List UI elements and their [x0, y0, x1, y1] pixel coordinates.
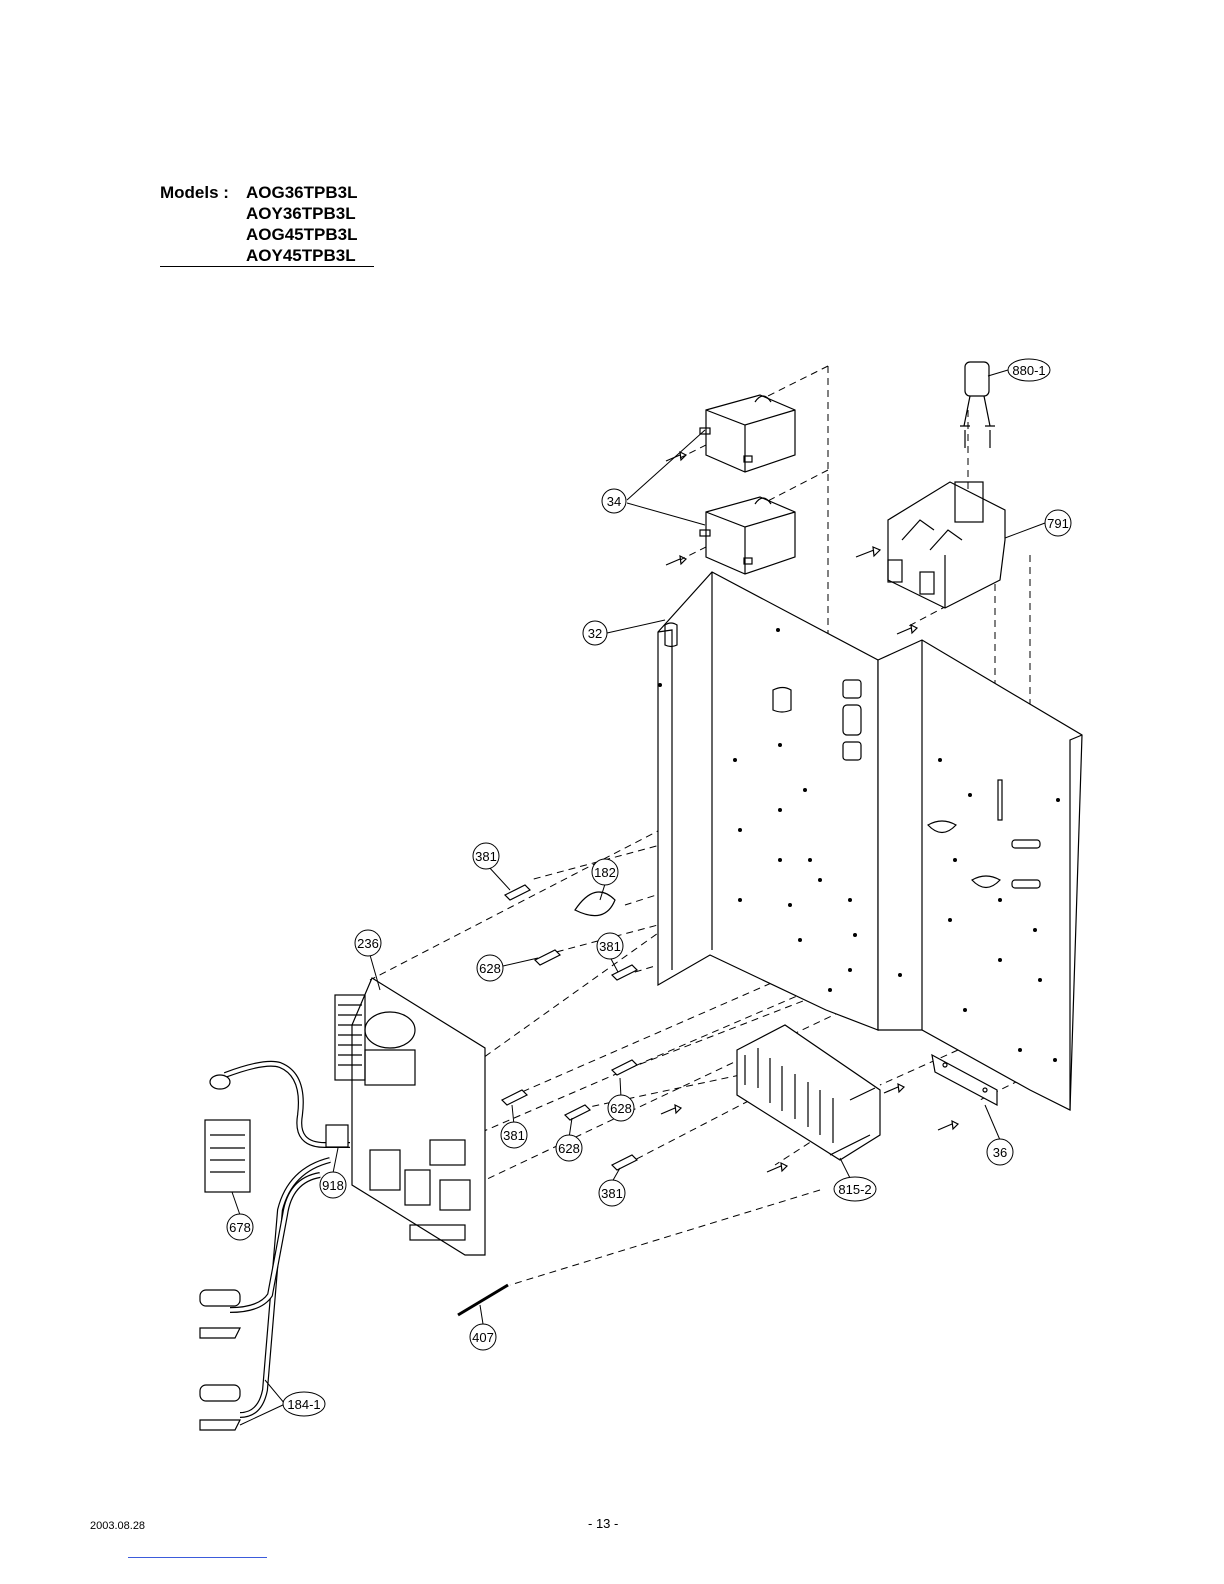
svg-text:628: 628: [558, 1141, 580, 1156]
svg-text:815-2: 815-2: [838, 1182, 871, 1197]
svg-text:236: 236: [357, 936, 379, 951]
callout-628: 628: [608, 1095, 634, 1121]
callout-381: 381: [501, 1122, 527, 1148]
callout-236: 236: [355, 930, 381, 956]
page-number: - 13 -: [588, 1516, 618, 1531]
small-component-880-1: [960, 362, 995, 448]
callout-381: 381: [597, 933, 623, 959]
callout-407: 407: [470, 1324, 496, 1350]
callout-381: 381: [599, 1180, 625, 1206]
capacitor-upper: [700, 395, 795, 472]
svg-text:182: 182: [594, 865, 616, 880]
callout-791: 791: [1045, 510, 1071, 536]
callout-381: 381: [473, 843, 499, 869]
svg-text:381: 381: [475, 849, 497, 864]
callout-678: 678: [227, 1214, 253, 1240]
callout-182: 182: [592, 859, 618, 885]
svg-text:34: 34: [607, 494, 621, 509]
callout-628: 628: [477, 955, 503, 981]
callout-880-1: 880-1: [1008, 359, 1050, 381]
callout-32: 32: [583, 621, 607, 645]
thermistor-cables: [200, 1160, 330, 1430]
callout-36: 36: [987, 1139, 1013, 1165]
svg-text:381: 381: [503, 1128, 525, 1143]
svg-text:36: 36: [993, 1145, 1007, 1160]
mounting-panel: [658, 572, 1082, 1110]
callout-184-1: 184-1: [283, 1392, 325, 1416]
svg-text:381: 381: [599, 939, 621, 954]
footer-link-underline[interactable]: [128, 1557, 267, 1558]
svg-text:628: 628: [610, 1101, 632, 1116]
svg-text:880-1: 880-1: [1012, 363, 1045, 378]
svg-text:628: 628: [479, 961, 501, 976]
svg-text:678: 678: [229, 1220, 251, 1235]
svg-text:407: 407: [472, 1330, 494, 1345]
svg-text:32: 32: [588, 626, 602, 641]
svg-text:184-1: 184-1: [287, 1397, 320, 1412]
terminal-block-815-2: [737, 1025, 880, 1160]
svg-text:791: 791: [1047, 516, 1069, 531]
svg-text:918: 918: [322, 1178, 344, 1193]
callout-815-2: 815-2: [834, 1177, 876, 1201]
contactor-791: [888, 482, 1005, 608]
capacitor-lower: [700, 497, 795, 574]
pcb-236: [335, 978, 485, 1255]
callout-34: 34: [602, 489, 626, 513]
callout-918: 918: [320, 1172, 346, 1198]
footer-date: 2003.08.28: [90, 1520, 145, 1532]
svg-text:381: 381: [601, 1186, 623, 1201]
callout-628: 628: [556, 1135, 582, 1161]
